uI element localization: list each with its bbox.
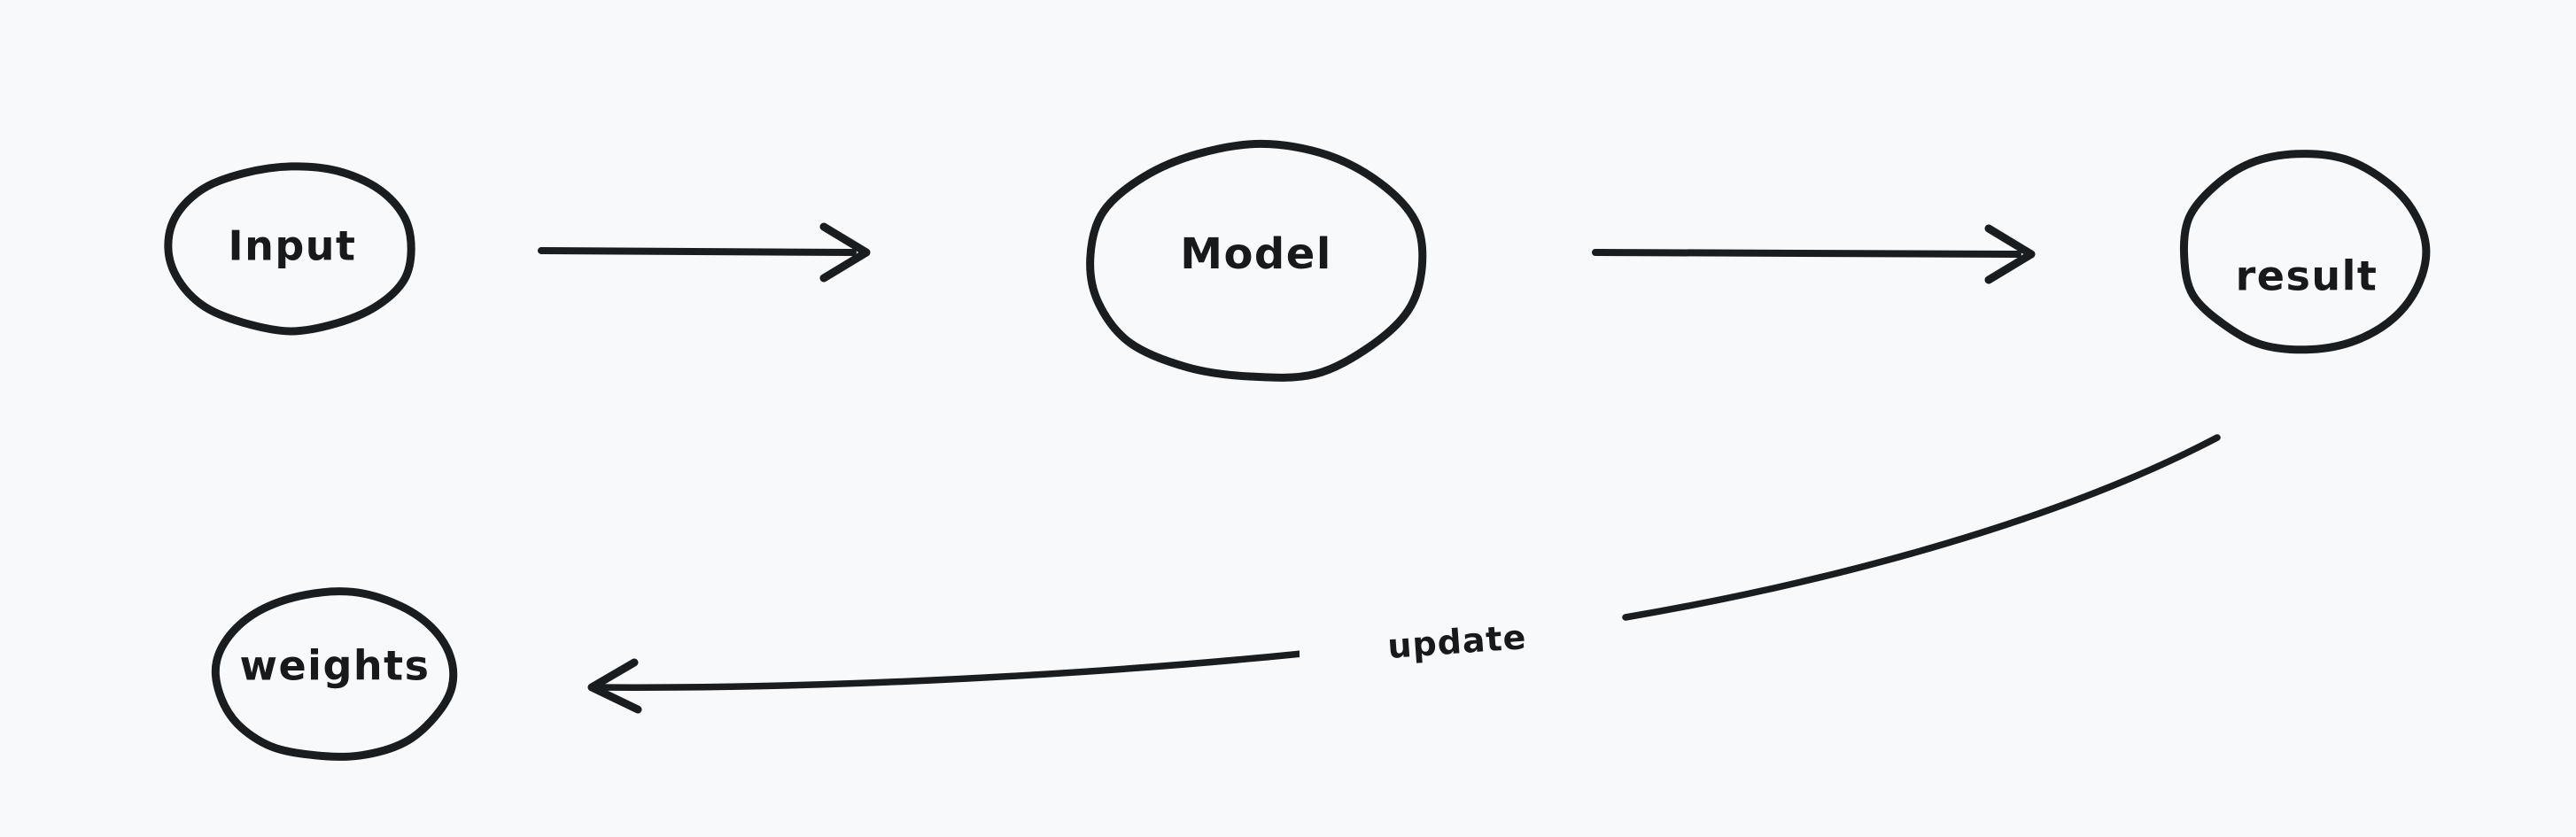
- node-weights-label: weights: [239, 642, 430, 690]
- node-weights[interactable]: weights: [211, 587, 458, 761]
- node-model-ellipse: [1086, 139, 1427, 382]
- node-result-label: result: [2236, 252, 2378, 300]
- node-input-label: Input: [228, 222, 356, 270]
- node-result[interactable]: result: [2179, 150, 2431, 354]
- edge-model-to-result[interactable]: [1592, 224, 2036, 284]
- edge-label-update: update: [1386, 617, 1528, 666]
- node-weights-ellipse: [211, 587, 458, 761]
- edge-curve-segment-left: [588, 650, 1306, 691]
- node-input-ellipse: [164, 162, 415, 336]
- node-result-ellipse: [2179, 150, 2431, 354]
- node-model-label: Model: [1180, 229, 1332, 279]
- arrow-head-icon-model: [819, 222, 871, 283]
- edge-input-to-model[interactable]: [538, 222, 871, 283]
- arrow-head-icon-weights: [587, 658, 642, 714]
- edge-label-backdrop: [1300, 615, 1615, 673]
- node-model[interactable]: Model: [1086, 139, 1427, 382]
- edge-curve-segment-right: [1622, 434, 2221, 621]
- edge-line-model-result: [1592, 249, 2021, 258]
- edge-result-to-weights[interactable]: update: [587, 434, 2221, 714]
- node-input[interactable]: Input: [164, 162, 415, 336]
- arrow-head-icon-result: [1984, 224, 2036, 284]
- edge-line-input-model: [538, 247, 857, 256]
